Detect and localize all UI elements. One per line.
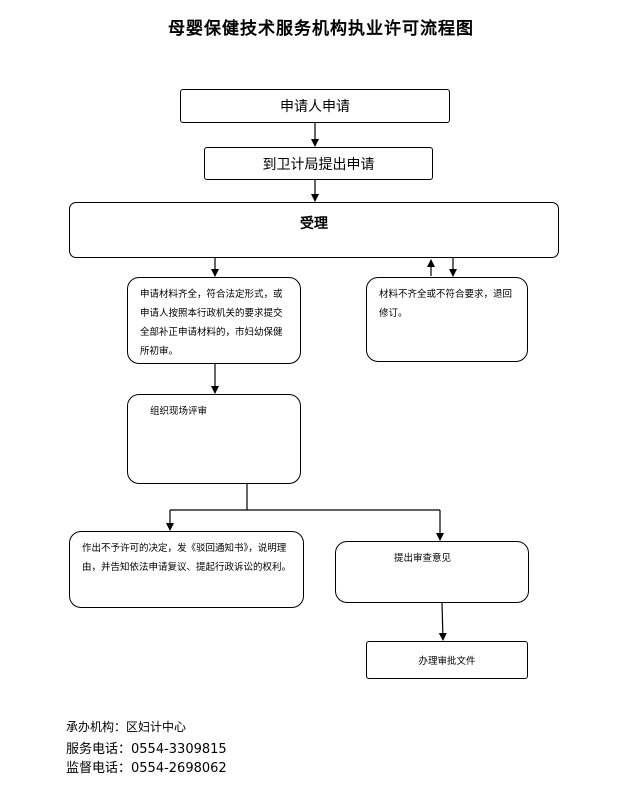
node-accept-label: 受理 [300,216,328,232]
node-accept: 受理 [69,202,559,258]
node-apply-label: 申请人申请 [280,99,350,115]
node-submit: 到卫计局提出申请 [204,147,433,180]
node-onsite-label: 组织现场评审 [150,406,208,417]
node-approve: 办理审批文件 [366,641,528,679]
node-complete: 申请材料齐全，符合法定形式，或申请人按照本行政机关的要求提交全部补正申请材料的，… [127,277,301,364]
node-complete-label: 申请材料齐全，符合法定形式，或申请人按照本行政机关的要求提交全部补正申请材料的，… [140,289,283,357]
footer-service-phone: 服务电话：0554-3309815 [66,742,227,757]
node-approve-label: 办理审批文件 [418,656,476,667]
node-apply: 申请人申请 [180,89,450,123]
node-opinion-label: 提出审查意见 [394,553,452,564]
node-incomplete-label: 材料不齐全或不符合要求，退回修订。 [379,289,513,319]
node-reject: 作出不予许可的决定，发《驳回通知书》，说明理由，并告知依法申请复议、提起行政诉讼… [69,531,304,608]
node-submit-label: 到卫计局提出申请 [262,156,375,173]
page-title: 母婴保健技术服务机构执业许可流程图 [168,19,474,39]
footer-supervise-phone: 监督电话：0554-2698062 [66,761,227,776]
node-opinion: 提出审查意见 [335,541,529,603]
node-incomplete: 材料不齐全或不符合要求，退回修订。 [366,277,528,362]
node-reject-label: 作出不予许可的决定，发《驳回通知书》，说明理由，并告知依法申请复议、提起行政诉讼… [82,543,292,573]
footer-org: 承办机构：区妇计中心 [66,720,187,734]
arrow-opinion-to-approve [438,602,447,641]
node-onsite: 组织现场评审 [127,394,301,484]
